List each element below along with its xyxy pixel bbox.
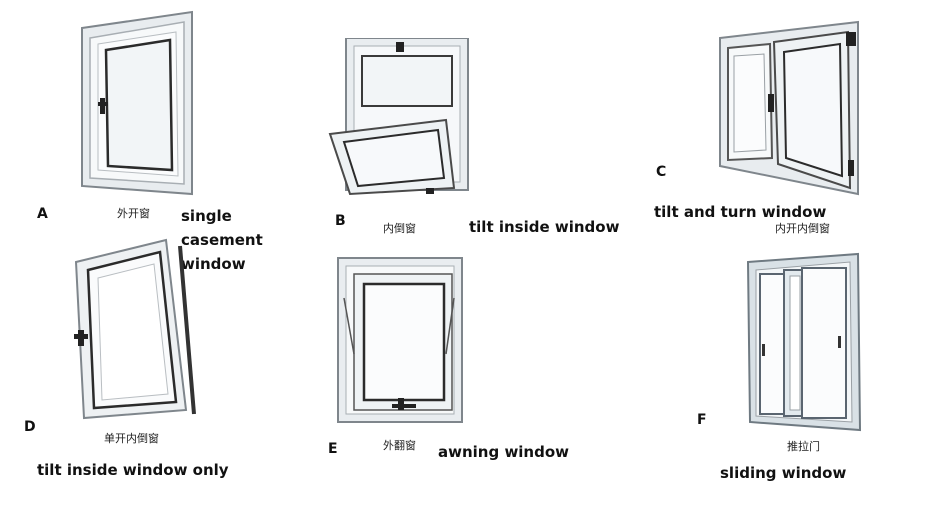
- label-letter-b: B: [335, 213, 346, 229]
- label-en-a: single casement window: [181, 207, 263, 273]
- tilt-turn-window-icon: [719, 20, 859, 196]
- label-en-f: sliding window: [720, 464, 847, 482]
- label-letter-d: D: [24, 419, 36, 435]
- label-cn-e: 外翻窗: [383, 439, 416, 452]
- casement-window-icon: [81, 10, 193, 196]
- label-letter-c: C: [656, 164, 667, 180]
- label-cn-d: 单开内倒窗: [104, 432, 159, 445]
- label-en-e: awning window: [438, 443, 570, 461]
- label-letter-a: A: [37, 206, 48, 222]
- label-cn-a: 外开窗: [117, 207, 150, 220]
- label-en-d: tilt inside window only: [37, 461, 229, 479]
- tilt-window-icon: [328, 38, 469, 196]
- label-cn-b: 内倒窗: [383, 222, 416, 235]
- label-en-c: tilt and turn window: [654, 203, 827, 221]
- awning-window-icon: [337, 257, 463, 423]
- label-en-b: tilt inside window: [469, 218, 620, 236]
- label-cn-f: 推拉门: [787, 440, 820, 453]
- sliding-window-icon: [746, 252, 862, 432]
- label-letter-f: F: [697, 412, 707, 428]
- label-letter-e: E: [328, 441, 338, 457]
- tilt-only-window-icon: [74, 238, 196, 420]
- label-cn-c: 内开内倒窗: [775, 222, 830, 235]
